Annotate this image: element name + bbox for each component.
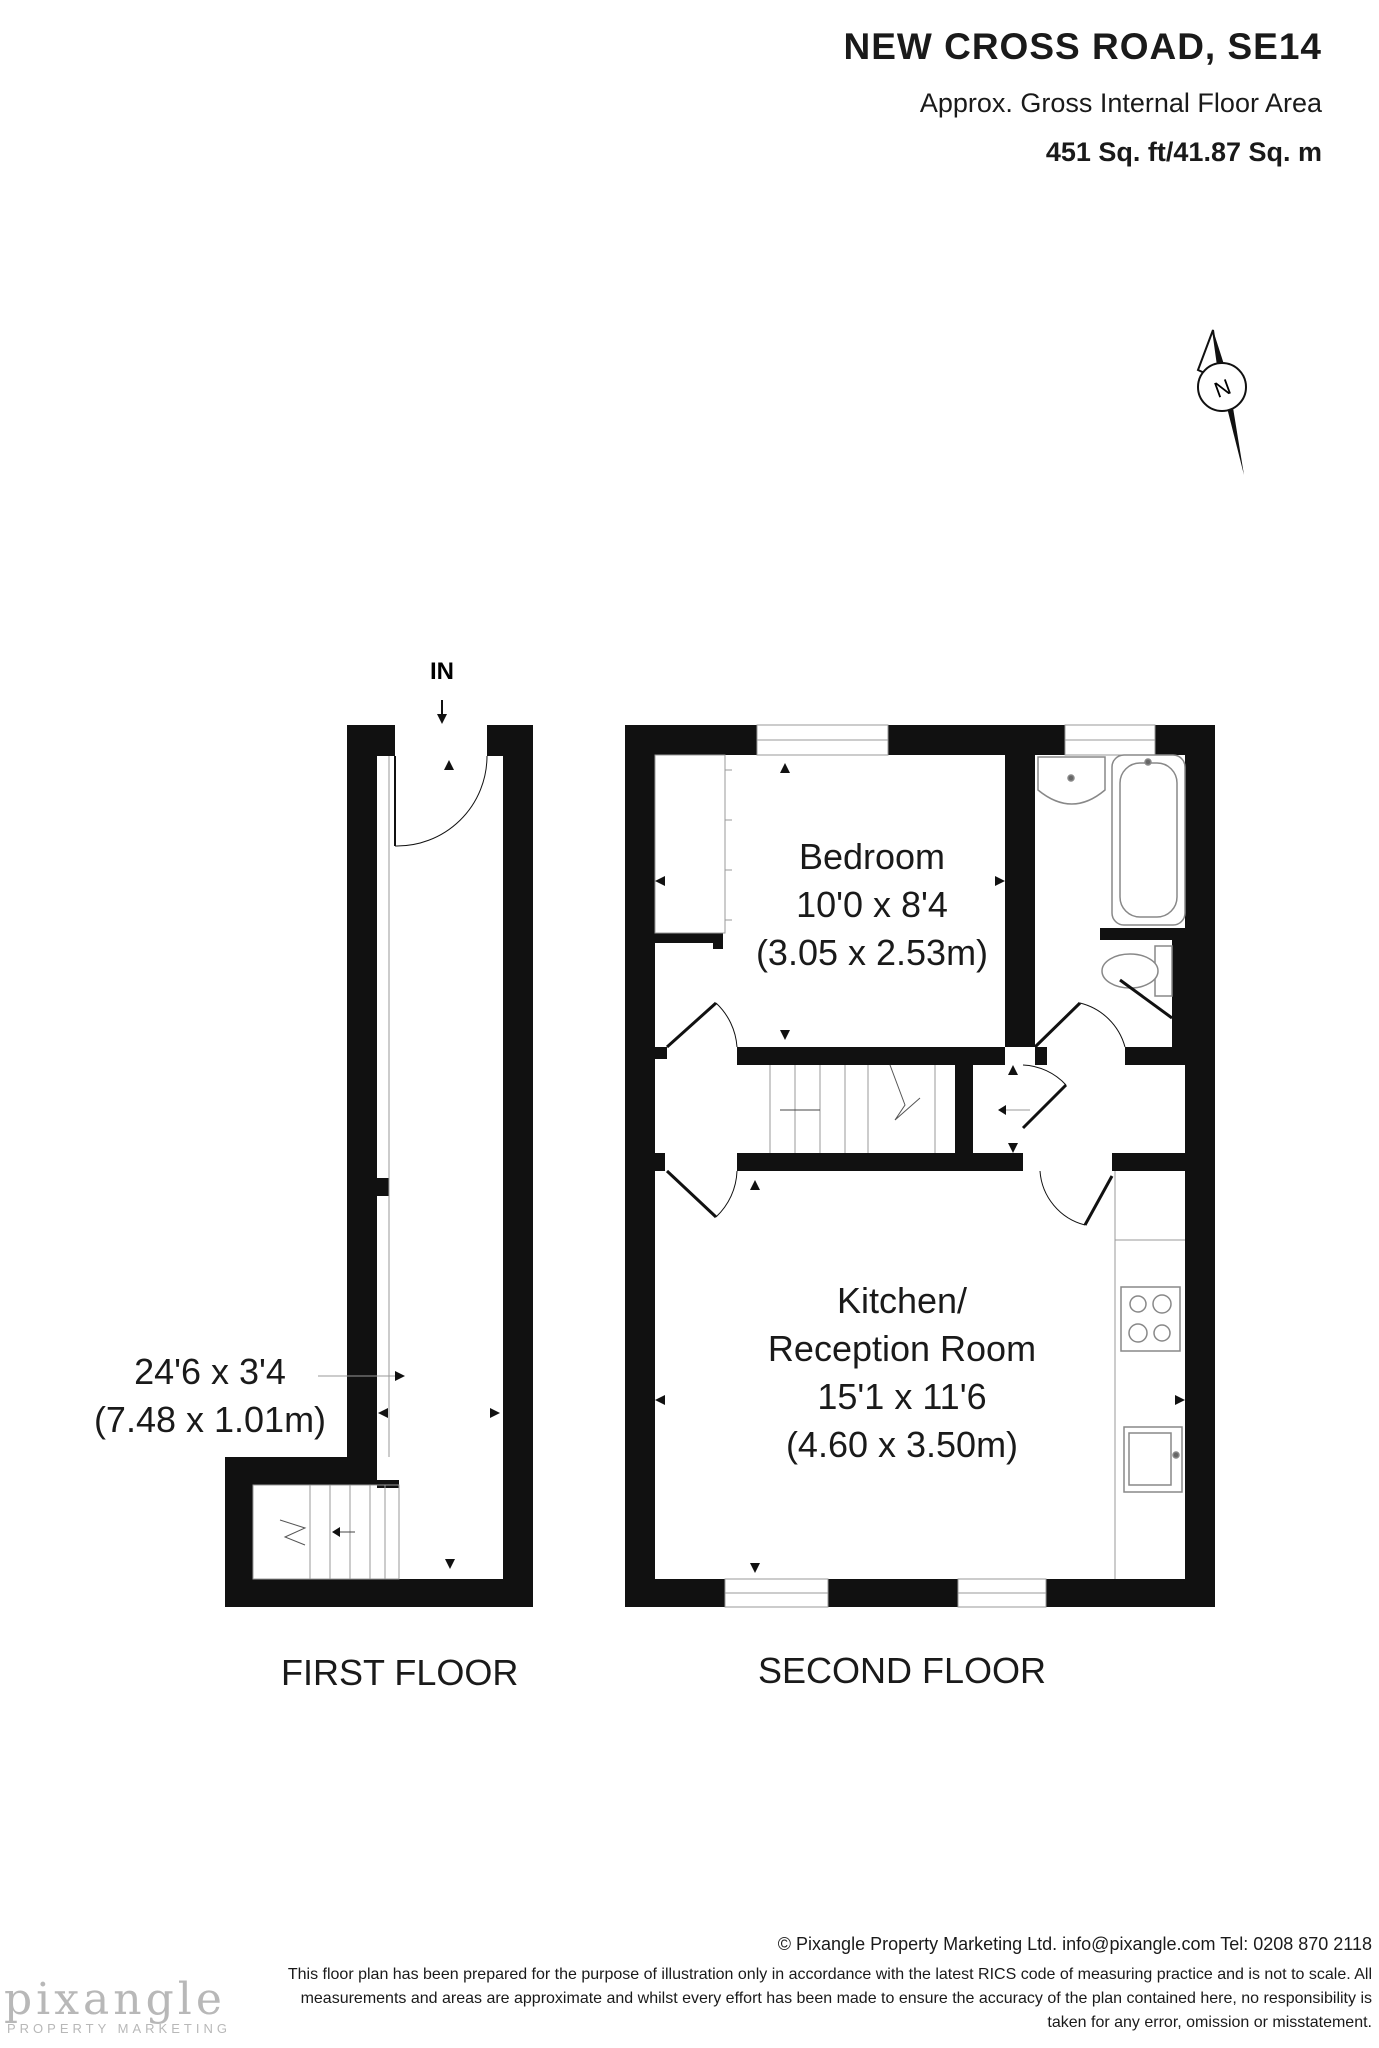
- hallway-size-metric: (7.48 x 1.01m): [93, 1399, 327, 1440]
- bedroom-size-metric: (3.05 x 2.53m): [755, 932, 989, 973]
- bedroom-name: Bedroom: [798, 836, 946, 877]
- kitchen-name-line2: Reception Room: [767, 1328, 1037, 1369]
- footer-copyright: © Pixangle Property Marketing Ltd. info@…: [777, 1934, 1372, 1954]
- floor-area-caption: Approx. Gross Internal Floor Area: [919, 88, 1322, 118]
- second-floor-doors: [665, 978, 1173, 1226]
- second-floor-dimension-markers: [655, 763, 1185, 1573]
- kitchen-name-line1: Kitchen/: [836, 1280, 968, 1321]
- floor-area-value: 451 Sq. ft/41.87 Sq. m: [1045, 137, 1322, 167]
- logo-wordmark: pixangle: [4, 1974, 226, 2025]
- hob-icon: [1120, 1286, 1181, 1352]
- entrance-label: IN: [430, 658, 454, 685]
- hallway-size-imperial: 24'6 x 3'4: [134, 1351, 286, 1392]
- first-floor-dimension-markers: [318, 1371, 500, 1569]
- bedroom-size-imperial: 10'0 x 8'4: [796, 884, 948, 925]
- second-floor-title: SECOND FLOOR: [758, 1650, 1047, 1691]
- first-floor-title: FIRST FLOOR: [281, 1652, 519, 1693]
- sink-icon: [1123, 1426, 1183, 1493]
- kitchen-worktop: [1114, 1171, 1185, 1579]
- kitchen-size-imperial: 15'1 x 11'6: [817, 1376, 987, 1417]
- second-floor-walls: [625, 725, 1215, 1607]
- header: NEW CROSS ROAD, SE14 Approx. Gross Inter…: [844, 26, 1322, 168]
- first-floor-entry-door: [394, 755, 488, 847]
- second-floor-stairs: [769, 1064, 936, 1153]
- footer-disclaimer: This floor plan has been prepared for th…: [287, 1966, 1372, 2031]
- bath-icon: [1111, 754, 1186, 926]
- first-floor-walls: [225, 725, 533, 1607]
- washbasin-icon: [1037, 756, 1106, 805]
- first-floor-stairs: [252, 756, 400, 1580]
- property-address: NEW CROSS ROAD, SE14: [843, 26, 1322, 67]
- toilet-icon: [1101, 945, 1173, 997]
- kitchen-label: Kitchen/ Reception Room 15'1 x 11'6 (4.6…: [730, 1277, 1074, 1469]
- hallway-label: 24'6 x 3'4 (7.48 x 1.01m): [80, 1348, 340, 1444]
- compass-icon: N: [1196, 329, 1247, 475]
- entrance-marker: IN: [430, 658, 454, 724]
- logo-tagline: PROPERTY MARKETING: [7, 2021, 231, 2036]
- pixangle-logo: pixangle PROPERTY MARKETING: [4, 1974, 231, 2036]
- bedroom-label: Bedroom 10'0 x 8'4 (3.05 x 2.53m): [738, 833, 1006, 977]
- kitchen-size-metric: (4.60 x 3.50m): [785, 1424, 1019, 1465]
- wardrobe: [654, 754, 732, 934]
- second-floor-windows: [724, 724, 1156, 1608]
